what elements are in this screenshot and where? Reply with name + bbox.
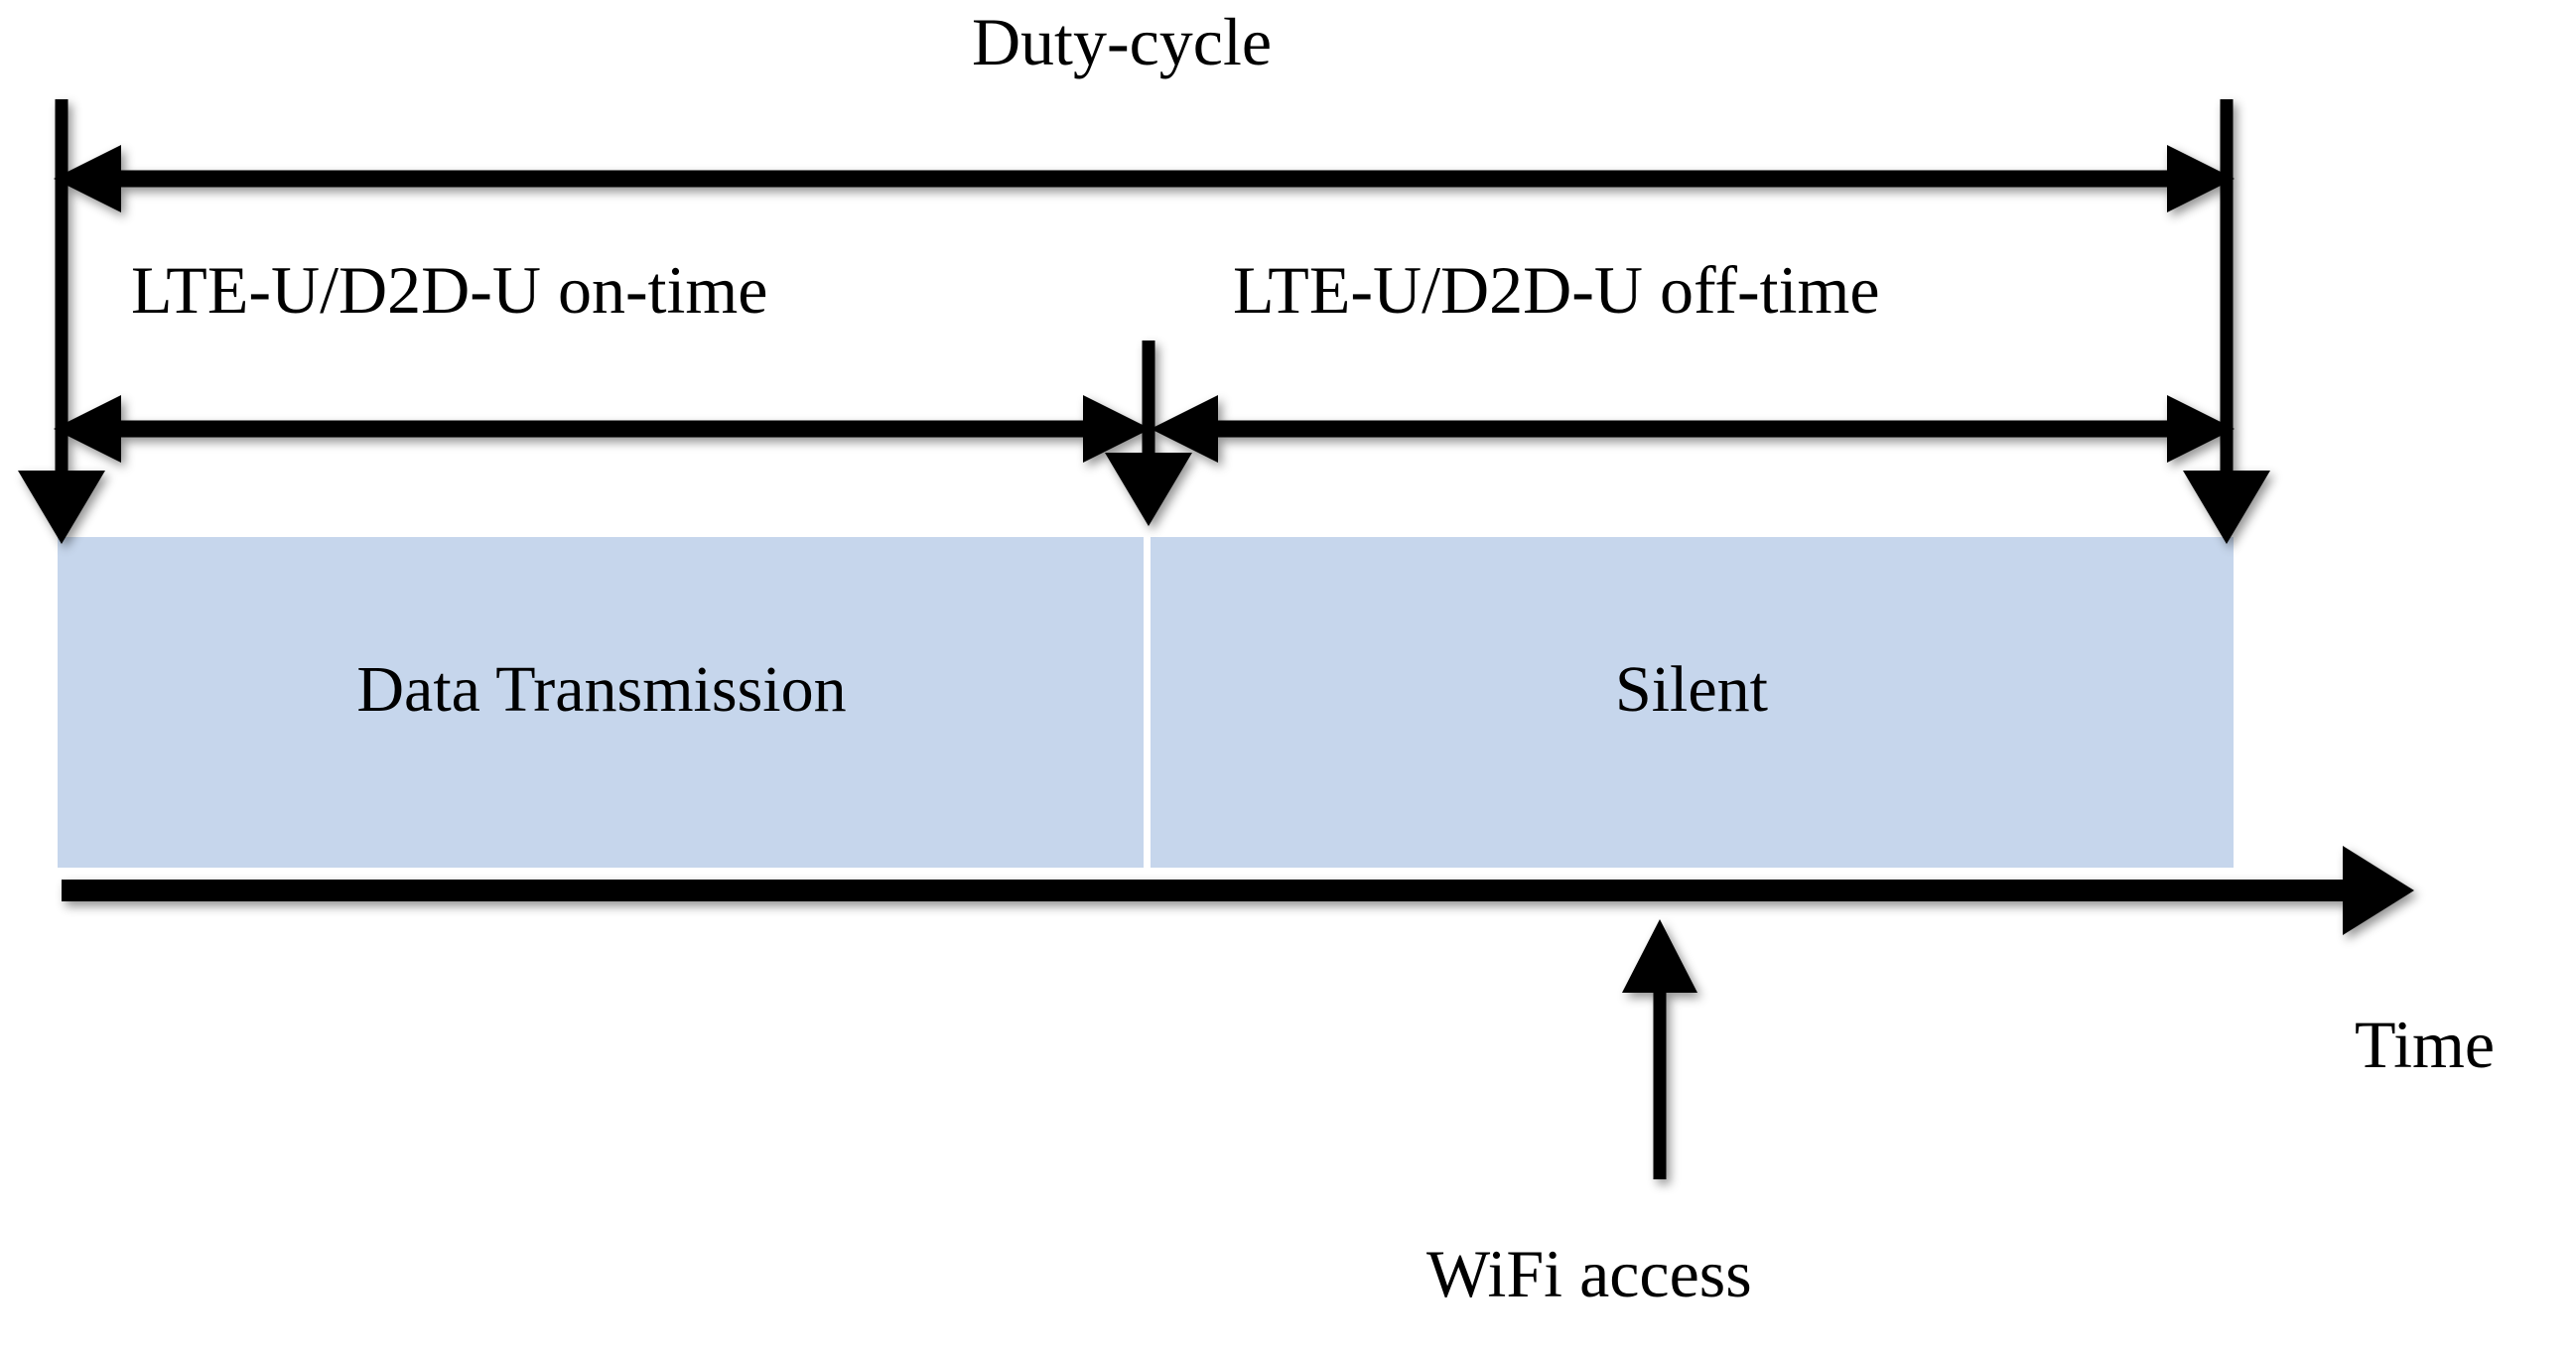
block-data-transmission bbox=[58, 537, 1144, 868]
boundary-line-left bbox=[18, 99, 105, 544]
duty-cycle-arrow bbox=[54, 145, 2235, 212]
time-axis-arrow bbox=[62, 846, 2414, 935]
on-time-label: LTE-U/D2D-U on-time bbox=[131, 252, 768, 328]
off-time-label: LTE-U/D2D-U off-time bbox=[1233, 252, 1880, 328]
time-axis-label: Time bbox=[2355, 1007, 2496, 1082]
on-time-arrow bbox=[54, 395, 1151, 463]
duty-cycle-label: Duty-cycle bbox=[971, 4, 1273, 79]
wifi-access-arrow bbox=[1622, 919, 1697, 1179]
off-time-arrow bbox=[1151, 395, 2235, 463]
boundary-line-right bbox=[2183, 99, 2270, 544]
data-transmission-label: Data Transmission bbox=[356, 653, 847, 726]
silent-label: Silent bbox=[1614, 653, 1768, 726]
wifi-access-label: WiFi access bbox=[1426, 1236, 1752, 1311]
boundary-line-middle bbox=[1105, 340, 1192, 526]
block-silent bbox=[1151, 537, 2234, 868]
